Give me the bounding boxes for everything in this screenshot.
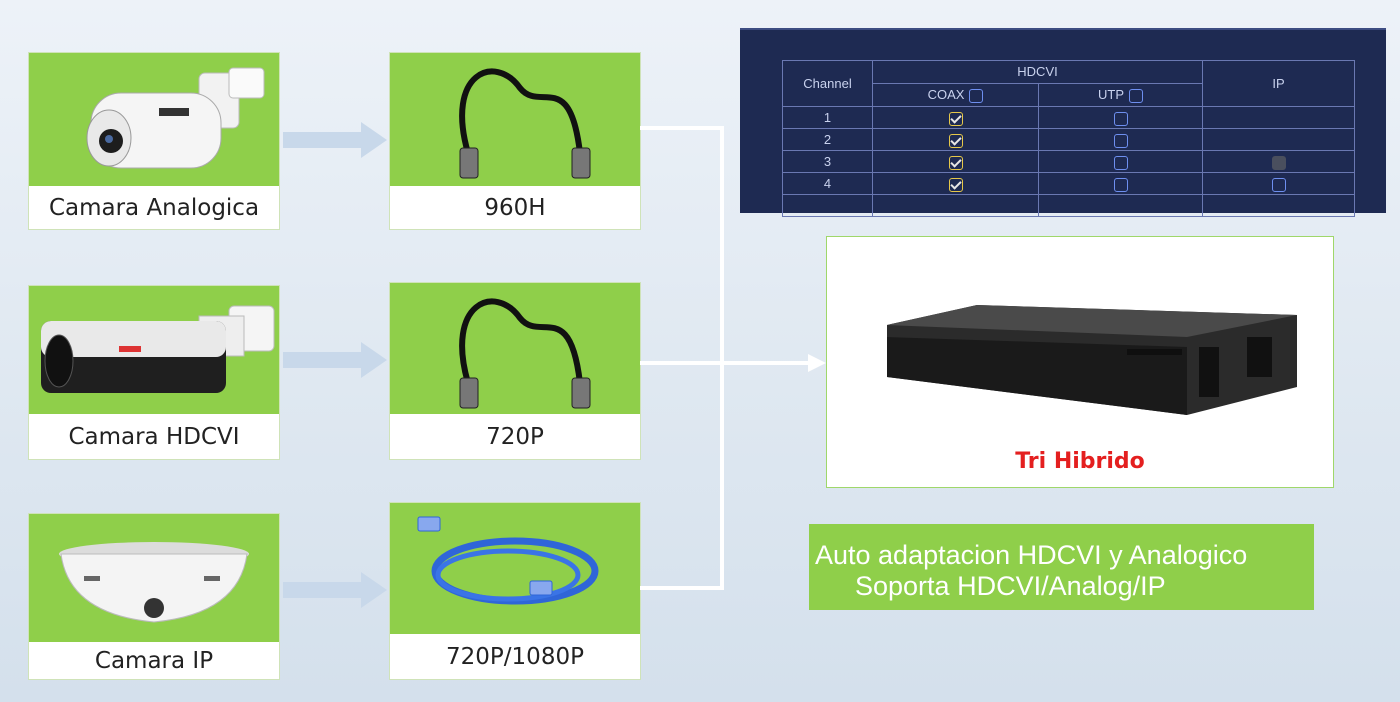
coax-checkbox[interactable] bbox=[948, 155, 963, 170]
ip-cell bbox=[1202, 128, 1356, 151]
header-coax: COAX bbox=[927, 87, 965, 102]
camera-card-analog: Camara Analogica bbox=[28, 52, 280, 230]
connector-lines bbox=[640, 126, 826, 590]
table-row: 2 bbox=[782, 128, 1356, 151]
table-row: 3 bbox=[782, 150, 1356, 173]
coax-checkbox[interactable] bbox=[948, 133, 963, 148]
cable-card-960h: 960H bbox=[389, 52, 641, 230]
cable-label: 720P/1080P bbox=[390, 634, 640, 679]
header-utp-cell: UTP bbox=[1037, 83, 1204, 107]
camera-label: Camara IP bbox=[29, 642, 279, 679]
hdcvi-camera-icon bbox=[29, 286, 279, 416]
camera-label: Camara Analogica bbox=[29, 186, 279, 229]
ethernet-cable-icon bbox=[390, 503, 640, 636]
header-ip: IP bbox=[1202, 60, 1356, 107]
feature-line-1: Auto adaptacion HDCVI y Analogico bbox=[815, 540, 1248, 570]
channel-table: Channel HDCVI IP COAX UTP 1 2 3 4 bbox=[782, 60, 1356, 217]
utp-select-all-checkbox[interactable] bbox=[1129, 88, 1143, 103]
camera-label: Camara HDCVI bbox=[29, 414, 279, 459]
utp-checkbox[interactable] bbox=[1113, 133, 1128, 148]
features-box: Auto adaptacion HDCVI y Analogico Soport… bbox=[809, 524, 1314, 610]
channel-number: 2 bbox=[782, 128, 873, 151]
table-row: 4 bbox=[782, 172, 1356, 195]
flow-arrow-icon bbox=[283, 572, 387, 608]
coax-select-all-checkbox[interactable] bbox=[969, 88, 984, 103]
dvr-label: Tri Hibrido bbox=[1015, 449, 1145, 474]
coax-cable-icon bbox=[390, 53, 640, 188]
cable-label: 720P bbox=[390, 414, 640, 459]
flow-arrow-icon bbox=[283, 342, 387, 378]
coax-checkbox[interactable] bbox=[948, 177, 963, 192]
cable-label: 960H bbox=[390, 186, 640, 229]
cable-card-720p: 720P bbox=[389, 282, 641, 460]
dvr-recorder-icon bbox=[827, 237, 1333, 447]
utp-checkbox[interactable] bbox=[1113, 111, 1128, 126]
header-coax-cell: COAX bbox=[872, 83, 1039, 107]
dvr-card: Tri Hibrido bbox=[826, 236, 1334, 488]
channel-number: 4 bbox=[782, 172, 873, 195]
header-utp: UTP bbox=[1098, 87, 1124, 102]
ip-checkbox[interactable] bbox=[1271, 177, 1286, 192]
header-channel: Channel bbox=[782, 60, 873, 107]
header-hdcvi: HDCVI bbox=[871, 60, 1204, 84]
table-row: 1 bbox=[782, 106, 1356, 129]
coax-checkbox[interactable] bbox=[948, 111, 963, 126]
ip-checkbox-disabled bbox=[1271, 155, 1286, 170]
channel-number: 3 bbox=[782, 150, 873, 173]
channel-config-panel: Channel HDCVI IP COAX UTP 1 2 3 4 bbox=[740, 28, 1386, 217]
channel-number: 1 bbox=[782, 106, 873, 129]
coax-cable-icon bbox=[390, 283, 640, 416]
flow-arrow-icon bbox=[283, 122, 387, 158]
camera-card-ip: Camara IP bbox=[28, 513, 280, 680]
feature-line-2: Soporta HDCVI/Analog/IP bbox=[855, 571, 1166, 601]
camera-card-hdcvi: Camara HDCVI bbox=[28, 285, 280, 460]
utp-checkbox[interactable] bbox=[1113, 177, 1128, 192]
bullet-camera-icon bbox=[29, 53, 279, 188]
utp-checkbox[interactable] bbox=[1113, 155, 1128, 170]
fisheye-camera-icon bbox=[29, 514, 279, 644]
ip-cell bbox=[1202, 106, 1356, 129]
cable-card-ethernet: 720P/1080P bbox=[389, 502, 641, 680]
table-row-empty bbox=[782, 194, 1356, 217]
